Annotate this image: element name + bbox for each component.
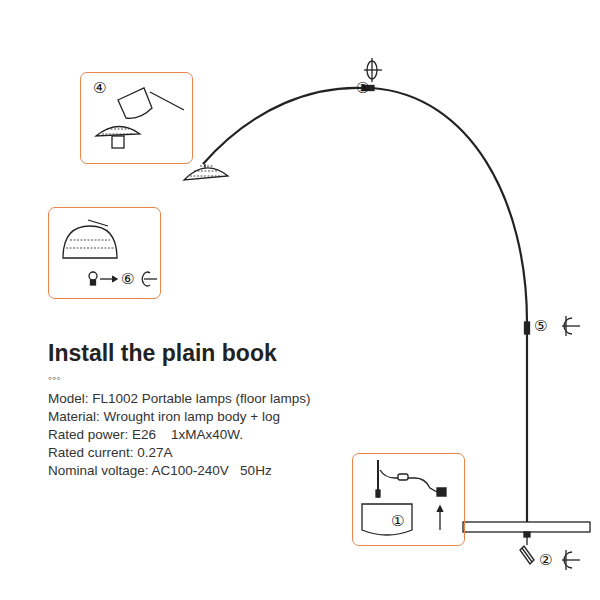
joint [525, 322, 530, 334]
callout-number: ① [391, 514, 404, 529]
detail-callout-box: ⑥ [48, 207, 161, 299]
detail-bulb [63, 220, 157, 286]
callout-number: ② [539, 552, 552, 569]
spec-line: Rated power: E26 1xMAx40W. [48, 427, 243, 443]
callout-number: ⑤ [534, 318, 547, 335]
screw [520, 537, 534, 564]
spec-line: Material: Wrought iron lamp body + log [48, 409, 280, 425]
detail-callout-box: ① [352, 453, 465, 546]
detail-callout-box: ④ [80, 72, 193, 164]
lamp-shade [184, 168, 228, 180]
spec-line: Model: FL1002 Portable lamps (floor lamp… [48, 391, 311, 407]
rotate-symbol [562, 316, 580, 336]
detail-cord [362, 460, 446, 535]
arc-rod [203, 88, 364, 164]
spec-line: Rated current: 0.27A [48, 445, 173, 461]
arc-rod [372, 88, 527, 322]
callout-number: ③ [356, 80, 369, 97]
detail-shade [96, 88, 184, 148]
base [463, 522, 590, 532]
rotate-symbol [364, 58, 382, 82]
callout-number: ④ [93, 81, 106, 96]
title: Install the plain book [48, 340, 277, 366]
callout-number: ⑥ [121, 272, 134, 287]
rotate-symbol [562, 550, 580, 570]
pole [526, 334, 528, 522]
spec-line: Nominal voltage: AC100-240V 50Hz [48, 463, 272, 479]
decoration-dots: ◦◦◦ [48, 372, 61, 386]
